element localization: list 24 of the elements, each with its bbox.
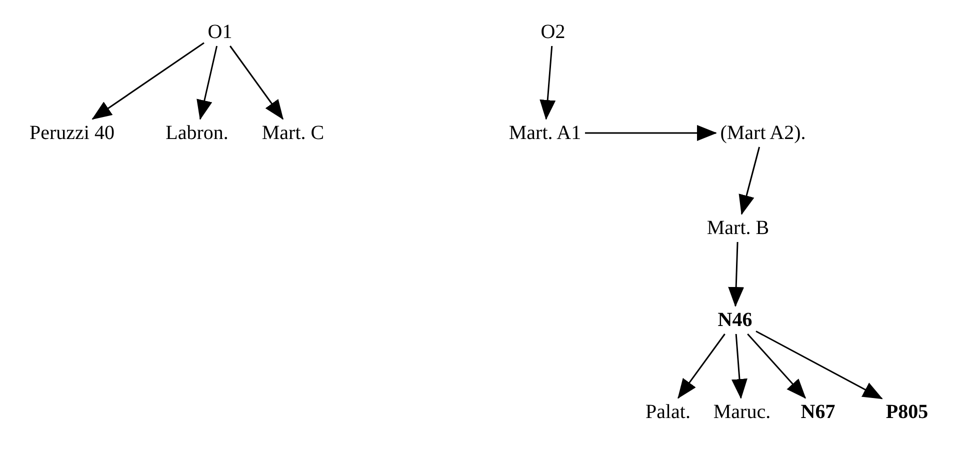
arrow [540, 46, 556, 120]
manuscript-label: Maruc. [711, 400, 773, 424]
arrow [92, 42, 204, 120]
arrow [747, 334, 806, 399]
manuscript-label: O1 [206, 20, 234, 44]
manuscript-label: N67 [798, 400, 838, 424]
manuscript-label: (Mart A2). [718, 121, 808, 145]
arrow [728, 242, 744, 307]
manuscript-label: Peruzzi 40 [28, 121, 116, 145]
arrow [196, 46, 218, 120]
arrow [678, 334, 726, 399]
manuscript-label: Mart. A1 [506, 121, 584, 145]
manuscript-label: P805 [884, 400, 930, 424]
manuscript-label: Palat. [644, 400, 692, 424]
arrow [738, 146, 760, 215]
manuscript-label: Mart. C [260, 121, 326, 145]
manuscript-label: O2 [538, 20, 568, 44]
manuscript-label: Mart. B [704, 216, 772, 240]
arrow [732, 334, 748, 399]
manuscript-label: N46 [716, 308, 754, 332]
arrow [756, 330, 883, 400]
manuscript-label: Labron. [164, 121, 230, 145]
arrow [230, 46, 284, 120]
arrow [585, 125, 717, 141]
